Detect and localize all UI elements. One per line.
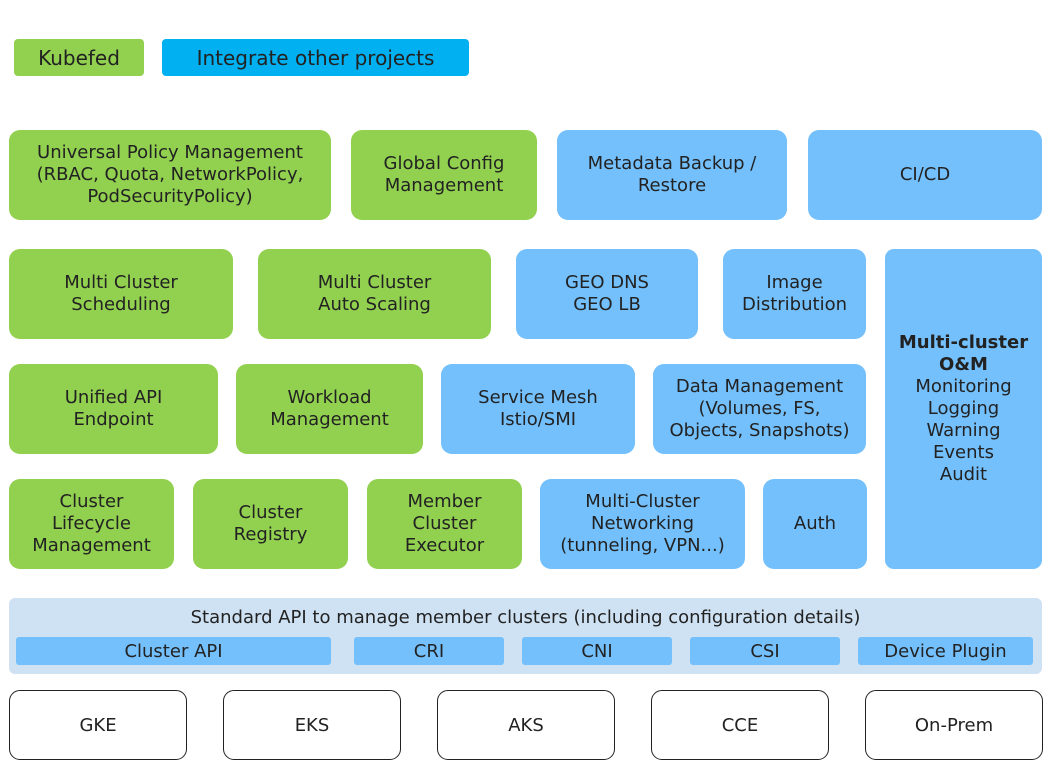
api-item-cni: CNI	[522, 637, 672, 665]
om-item: Monitoring	[915, 376, 1012, 397]
box-line: (RBAC, Quota, NetworkPolicy,	[36, 164, 304, 185]
box-line: Networking	[591, 513, 694, 534]
box-line: GEO LB	[573, 294, 641, 315]
box-line: Endpoint	[73, 409, 154, 430]
provider-aks: AKS	[437, 690, 615, 760]
om-title-line: O&M	[939, 354, 988, 375]
auth-box: Auth	[763, 479, 867, 569]
standard-api-title: Standard API to manage member clusters (…	[190, 607, 861, 628]
provider-gke: GKE	[9, 690, 187, 760]
provider-cce: CCE	[651, 690, 829, 760]
cicd-box: CI/CD	[808, 130, 1042, 220]
global-config-management-box: Global Config Management	[351, 130, 537, 220]
box-line: Restore	[637, 175, 707, 196]
box-line: PodSecurityPolicy)	[87, 186, 253, 207]
box-line: Unified API	[64, 387, 163, 408]
api-item-csi: CSI	[690, 637, 840, 665]
unified-api-endpoint-box: Unified API Endpoint	[9, 364, 218, 454]
provider-on-prem: On-Prem	[865, 690, 1043, 760]
om-item: Audit	[939, 464, 988, 485]
box-line: Executor	[404, 535, 485, 556]
member-cluster-executor-box: Member Cluster Executor	[367, 479, 522, 569]
multi-cluster-scheduling-box: Multi Cluster Scheduling	[9, 249, 233, 339]
box-line: Auto Scaling	[318, 294, 431, 315]
box-line: Universal Policy Management	[37, 142, 303, 163]
box-line: GEO DNS	[565, 272, 649, 293]
cluster-registry-box: Cluster Registry	[193, 479, 348, 569]
box-line: Multi-Cluster	[585, 491, 700, 512]
metadata-backup-restore-box: Metadata Backup / Restore	[557, 130, 787, 220]
legend-kubefed: Kubefed	[14, 39, 144, 76]
universal-policy-management-box: Universal Policy Management (RBAC, Quota…	[9, 130, 331, 220]
cluster-lifecycle-management-box: Cluster Lifecycle Management	[9, 479, 174, 569]
box-line: Management	[384, 175, 504, 196]
multi-cluster-om-box: Multi-cluster O&M Monitoring Logging War…	[885, 249, 1042, 569]
box-line: Auth	[793, 513, 837, 534]
box-line: Workload	[287, 387, 372, 408]
box-line: Istio/SMI	[499, 409, 577, 430]
multi-cluster-auto-scaling-box: Multi Cluster Auto Scaling	[258, 249, 491, 339]
box-line: Objects, Snapshots)	[669, 420, 850, 441]
box-line: Service Mesh	[478, 387, 598, 408]
legend-kubefed-label: Kubefed	[38, 45, 120, 70]
provider-eks: EKS	[223, 690, 401, 760]
api-item-cluster-api: Cluster API	[16, 637, 331, 665]
box-line: Member	[407, 491, 482, 512]
workload-management-box: Workload Management	[236, 364, 423, 454]
box-line: Metadata Backup /	[587, 153, 757, 174]
box-line: (tunneling, VPN...)	[560, 535, 725, 556]
geo-dns-lb-box: GEO DNS GEO LB	[516, 249, 698, 339]
box-line: Multi Cluster	[317, 272, 432, 293]
box-line: Image	[766, 272, 823, 293]
box-line: Management	[32, 535, 151, 556]
box-line: Cluster	[59, 491, 124, 512]
box-line: Global Config	[383, 153, 505, 174]
data-management-box: Data Management (Volumes, FS, Objects, S…	[653, 364, 866, 454]
box-line: Data Management	[675, 376, 844, 397]
legend-other-projects: Integrate other projects	[162, 39, 469, 76]
api-item-cri: CRI	[354, 637, 504, 665]
box-line: CI/CD	[899, 164, 951, 185]
om-item: Logging	[927, 398, 1000, 419]
om-item: Events	[933, 442, 994, 463]
box-line: Distribution	[741, 294, 847, 315]
box-line: Cluster	[238, 502, 303, 523]
box-line: Multi Cluster	[64, 272, 178, 293]
box-line: Scheduling	[71, 294, 171, 315]
box-line: Cluster	[412, 513, 477, 534]
legend-other-projects-label: Integrate other projects	[196, 45, 435, 70]
om-title-line: Multi-cluster	[898, 332, 1029, 353]
box-line: Lifecycle	[52, 513, 131, 534]
multi-cluster-networking-box: Multi-Cluster Networking (tunneling, VPN…	[540, 479, 745, 569]
box-line: Management	[270, 409, 389, 430]
box-line: (Volumes, FS,	[698, 398, 821, 419]
service-mesh-box: Service Mesh Istio/SMI	[441, 364, 635, 454]
api-item-device-plugin: Device Plugin	[858, 637, 1033, 665]
om-item: Warning	[926, 420, 1001, 441]
box-line: Registry	[233, 524, 308, 545]
image-distribution-box: Image Distribution	[723, 249, 866, 339]
